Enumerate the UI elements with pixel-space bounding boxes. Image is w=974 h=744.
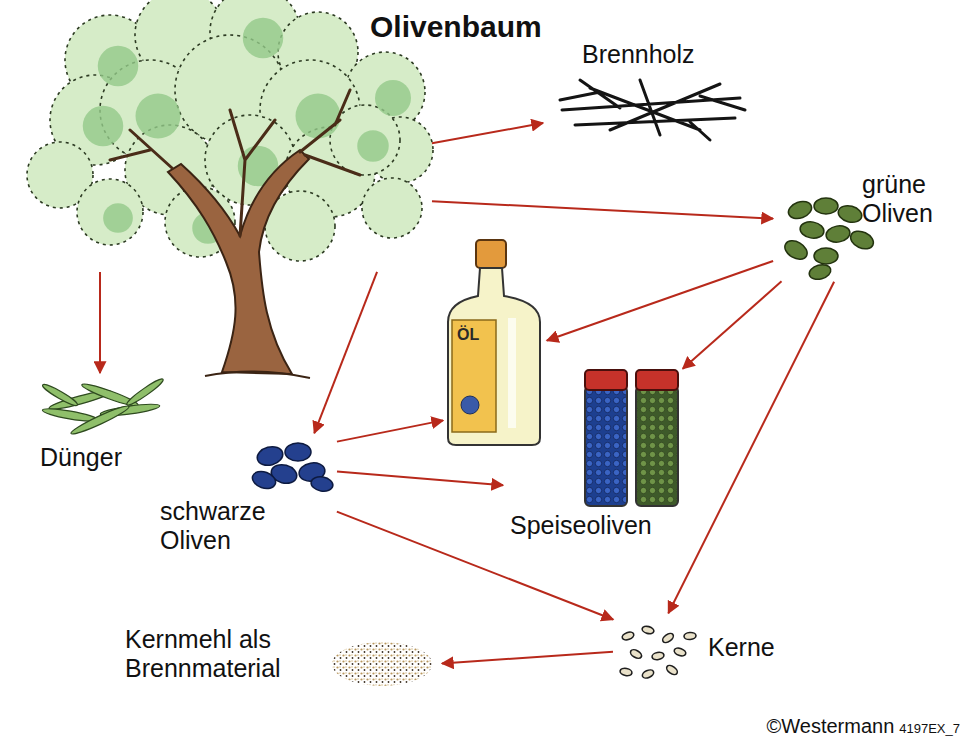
- olive-pits-part: [641, 668, 655, 679]
- flow-arrow: [432, 123, 543, 143]
- olive-pits-part: [651, 652, 664, 661]
- pit-meal-node: Kernmehl als Brennmaterial: [125, 625, 440, 700]
- tree-canopy-part: [136, 94, 181, 139]
- green-olives-part: [848, 228, 877, 253]
- olive-pits-part: [661, 632, 675, 645]
- olive-pits-part: [621, 631, 635, 642]
- tree-base: [205, 371, 310, 378]
- black-olives: [250, 443, 334, 493]
- olive-jars: [585, 370, 678, 506]
- green-olives-part: [814, 198, 838, 214]
- green-olives-part: [799, 220, 825, 240]
- tree-canopy-part: [357, 130, 389, 162]
- product-label: schwarze Oliven: [160, 497, 300, 555]
- green-olives-part: [808, 262, 833, 281]
- pit-meal: [332, 642, 432, 686]
- olive-jars-part: [636, 370, 678, 390]
- oil-bottle-part: [448, 268, 540, 445]
- fertilizer-leaves-part: [125, 377, 165, 408]
- olive-jars-part: [585, 386, 627, 506]
- black-olives-part: [310, 475, 334, 493]
- tree-canopy-part: [77, 179, 143, 245]
- tree-branches: [110, 90, 360, 236]
- green-olives-part: [836, 203, 863, 225]
- olive-pits: [619, 625, 696, 680]
- copyright-line: ©Westermann 4197EX_7: [767, 715, 960, 738]
- black-olives-part: [285, 443, 311, 461]
- fertilizer-leaves: [41, 377, 165, 438]
- olive-tree: [27, 0, 433, 378]
- pit-meal-part: [332, 642, 432, 686]
- product-label: Dünger: [40, 443, 122, 472]
- oil-bottle-part: [508, 318, 516, 428]
- flow-arrow: [547, 261, 773, 341]
- olive-tree-node: Olivenbaum: [35, 10, 430, 270]
- olive-pits-part: [619, 668, 632, 677]
- tree-canopy-part: [375, 80, 411, 116]
- product-label: Kernmehl als Brennmaterial: [125, 625, 325, 683]
- olive-pits-part: [684, 632, 697, 640]
- tree-canopy-part: [103, 203, 133, 233]
- oil-bottle-part: [461, 396, 479, 414]
- pits-node: Kerne: [615, 615, 790, 680]
- table-olives-node: Speiseoliven: [505, 370, 685, 550]
- bottle-label: ÖL: [457, 326, 479, 344]
- tree-canopy-part: [362, 178, 422, 238]
- fertilizer-node: Dünger: [35, 375, 175, 480]
- firewood: [560, 80, 745, 140]
- olive-pits-part: [641, 625, 654, 635]
- product-label: Kerne: [708, 633, 775, 662]
- flow-arrow: [442, 652, 613, 664]
- green-olives-part: [786, 198, 814, 221]
- flow-arrow: [337, 471, 503, 485]
- tree-canopy-part: [98, 46, 139, 87]
- oil-bottle: [448, 240, 540, 445]
- figure-code: 4197EX_7: [899, 721, 960, 736]
- product-label: grüne Oliven: [862, 170, 954, 228]
- tree-title: Olivenbaum: [370, 10, 542, 45]
- tree-canopy-part: [296, 94, 341, 139]
- oil-bottle-part: [452, 320, 496, 432]
- flow-arrow: [683, 281, 782, 368]
- copyright-note: ©Westermann: [767, 715, 895, 738]
- green-olives-node: grüne Oliven: [775, 170, 960, 280]
- product-label: Speiseoliven: [510, 511, 652, 540]
- flow-arrow: [314, 272, 377, 433]
- green-olives-part: [814, 248, 838, 264]
- olive-pits-part: [673, 647, 687, 658]
- flow-arrow: [99, 272, 101, 373]
- tree-canopy-part: [83, 106, 124, 147]
- flow-arrow: [337, 420, 443, 441]
- flow-arrow: [432, 201, 773, 218]
- olive-pits-part: [665, 664, 679, 677]
- green-olives-part: [825, 224, 851, 244]
- green-olives-part: [782, 237, 811, 263]
- tree-trunk: [168, 150, 309, 374]
- fertilizer-leaves-part: [69, 403, 130, 437]
- olive-jars-part: [636, 386, 678, 506]
- firewood-part: [560, 80, 745, 140]
- olive-pits-part: [629, 648, 643, 660]
- fertilizer-leaves-part: [41, 382, 79, 408]
- oil-bottle-node: ÖL: [445, 240, 545, 445]
- black-olives-node: schwarze Oliven: [155, 435, 335, 560]
- firewood-node: Brennholz: [545, 40, 755, 140]
- black-olives-part: [250, 468, 278, 491]
- olive-jars-part: [585, 370, 627, 390]
- flow-arrow: [668, 282, 834, 613]
- tree-canopy-part: [243, 18, 284, 59]
- oil-bottle-part: [476, 240, 506, 268]
- product-label: Brennholz: [582, 40, 695, 69]
